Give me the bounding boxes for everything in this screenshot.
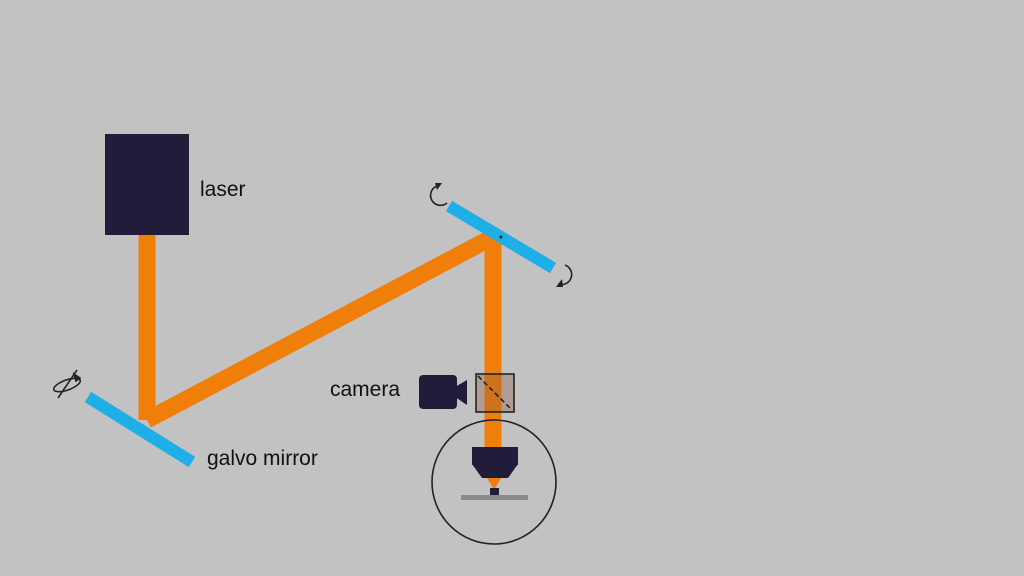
galvo-mirror — [84, 391, 196, 468]
laser-box-icon — [105, 134, 189, 235]
objective-zoom-circle — [431, 419, 557, 545]
video-camera-icon — [419, 375, 467, 409]
rotate-axis-icon — [52, 369, 82, 399]
camera-label: camera — [330, 378, 401, 401]
rotate-arrow-icon-top — [429, 183, 448, 207]
rotate-arrow-icon-bottom — [556, 264, 573, 287]
beam-splitter-icon — [475, 373, 515, 413]
galvo-mirror-label: galvo mirror — [207, 447, 318, 470]
laser-beam-path — [138, 230, 502, 452]
mirror-pivot-dot — [499, 235, 503, 239]
objective-lens-icon — [472, 447, 518, 495]
beam-galvo-to-mirror — [143, 230, 495, 428]
sample-stage-plate — [461, 495, 528, 500]
focused-beam — [487, 478, 501, 490]
laser-label: laser — [200, 178, 246, 201]
